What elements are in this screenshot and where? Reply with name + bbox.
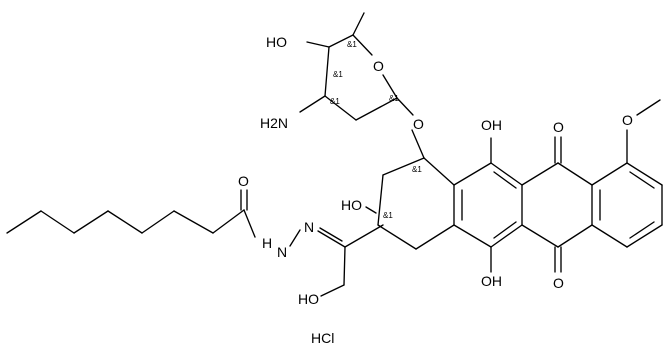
bond — [324, 95, 357, 121]
bond — [212, 209, 245, 234]
bond — [557, 162, 593, 186]
bond — [377, 224, 417, 250]
bond — [243, 209, 256, 238]
atom-ho-ring: HO — [341, 197, 362, 213]
bond — [73, 210, 109, 234]
atom-o-glycosidic: O — [413, 116, 424, 132]
bond — [306, 41, 330, 48]
bond — [493, 171, 517, 189]
bond — [490, 224, 523, 248]
bond-skeleton — [6, 12, 663, 297]
bond — [626, 224, 663, 248]
atom-o-methoxy: O — [622, 112, 633, 128]
bond — [629, 221, 655, 239]
atom-oh-top: OH — [481, 117, 502, 133]
bond — [636, 99, 661, 116]
bond — [107, 210, 143, 234]
bond — [557, 224, 593, 248]
bond — [629, 171, 655, 189]
bond — [343, 246, 346, 286]
stereo-tag: &1 — [383, 211, 393, 220]
atom-o-quinone-top: O — [553, 119, 564, 135]
bond — [299, 95, 326, 113]
atom-ho-ch2: HO — [298, 291, 319, 307]
atom-n-hydrazone: N — [304, 219, 314, 235]
atom-nh2: H2N — [260, 115, 288, 131]
bond — [141, 210, 175, 234]
bond — [324, 46, 330, 97]
atom-o-quinone-bottom: O — [553, 275, 564, 291]
stereo-tag: &1 — [389, 94, 399, 103]
bond — [289, 229, 301, 247]
bond — [493, 221, 517, 239]
bond — [320, 284, 345, 297]
bond — [490, 162, 523, 186]
bond — [411, 129, 425, 159]
bond — [396, 97, 414, 116]
bond — [626, 162, 663, 186]
bond — [423, 157, 455, 186]
bond — [382, 74, 398, 99]
bond — [521, 224, 559, 248]
bond — [344, 224, 384, 248]
bond — [591, 224, 628, 248]
atom-o-ring: O — [373, 58, 384, 74]
atom-h-hydrazide: H — [262, 235, 272, 251]
atom-ho-sugar: HO — [266, 34, 287, 50]
atom-oh-bottom: OH — [481, 273, 502, 289]
bond — [6, 210, 42, 234]
bond — [382, 157, 425, 176]
bond — [328, 34, 354, 48]
stereo-tag: &1 — [347, 40, 357, 49]
bond — [453, 224, 492, 248]
bond — [173, 210, 214, 234]
bond — [377, 174, 384, 226]
stereo-tag: &1 — [333, 70, 343, 79]
bond — [453, 162, 492, 186]
stereo-tag: &1 — [330, 97, 340, 106]
bond — [352, 12, 365, 36]
bond — [40, 210, 75, 234]
bond — [317, 230, 346, 248]
bond — [415, 224, 455, 250]
stereo-tag: &1 — [412, 165, 422, 174]
atom-n-hydrazide: N — [277, 244, 287, 260]
bond — [521, 162, 559, 186]
bond — [352, 34, 373, 56]
bond — [319, 227, 343, 242]
bond — [365, 206, 377, 214]
atom-o-amide: O — [238, 173, 249, 189]
bond — [355, 97, 398, 121]
salt-label: HCl — [311, 330, 334, 346]
bond — [591, 162, 628, 186]
